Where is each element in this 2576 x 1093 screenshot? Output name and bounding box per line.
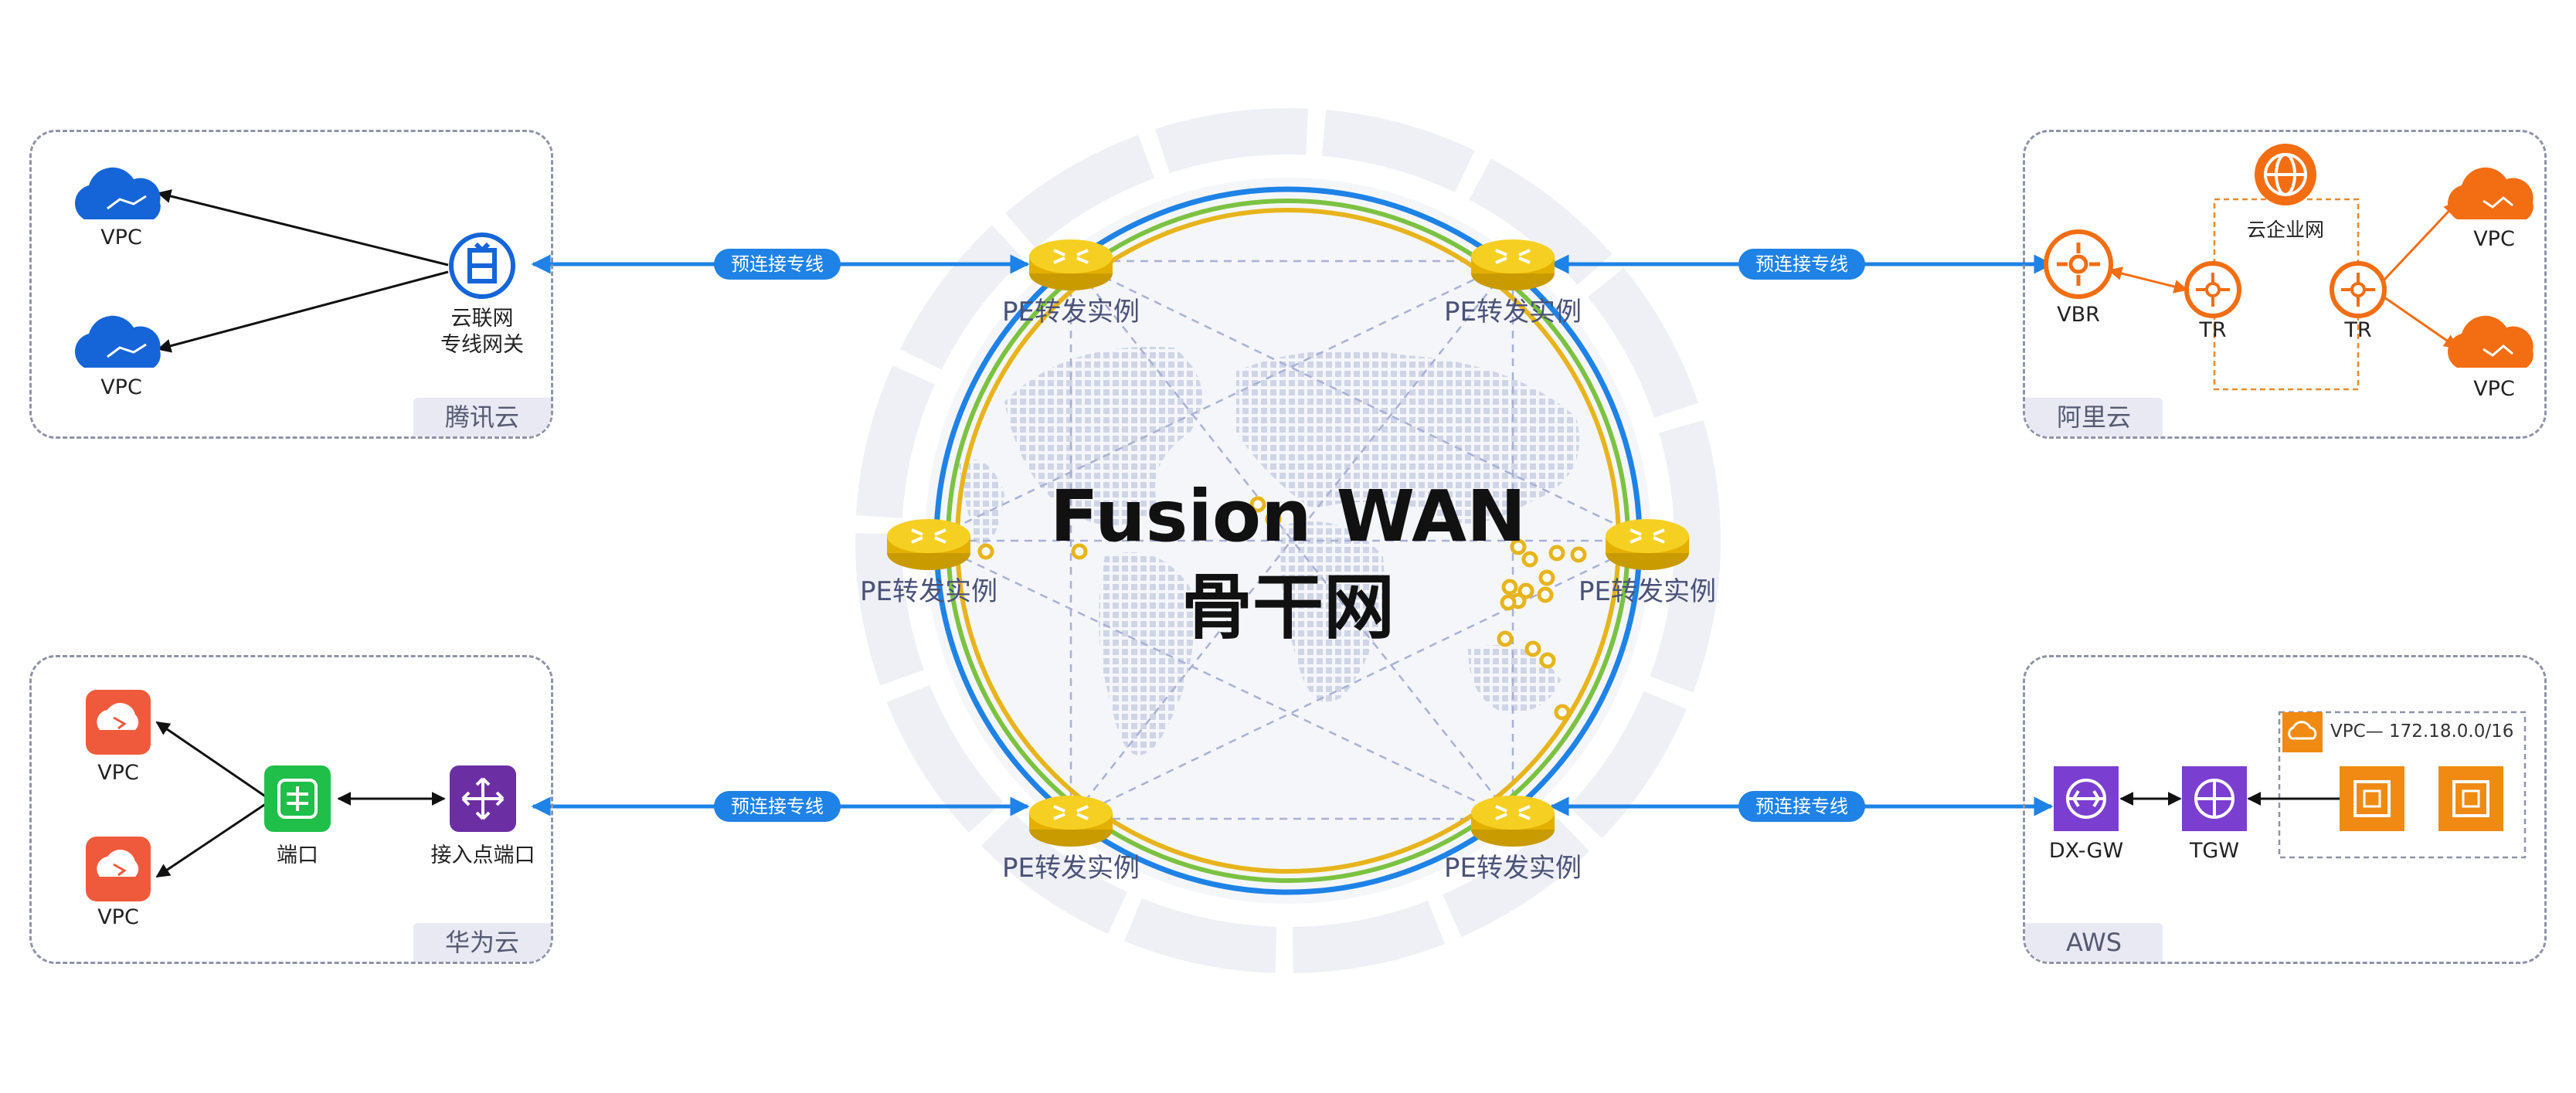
backbone-title-line2: 骨干网 [1181,566,1395,649]
pop-markers [977,496,1587,721]
port-label: 端口 [277,844,318,867]
tr-right-label: TR [2344,318,2372,342]
aliyun-vpc-icon [2448,315,2534,368]
panel-tag-aws: AWS [2025,923,2163,962]
pe-label-bottom-right: PE转发实例 [1444,853,1582,884]
aws-vpc-cidr-label: VPC— 172.18.0.0/16 [2330,721,2514,742]
router-icon [1029,239,1113,290]
pe-label-bottom-left: PE转发实例 [1002,853,1140,884]
tr-icon [2184,261,2241,318]
tgw-icon [2182,766,2247,831]
pe-label-top-left: PE转发实例 [1002,297,1140,328]
backbone-title: Fusion WAN 骨干网 [1050,471,1526,653]
pe-label-mid-left: PE转发实例 [860,576,997,607]
tgw-label: TGW [2189,839,2240,863]
panel-tag-huawei: 华为云 [413,923,551,962]
gateway-icon [449,233,515,299]
aliyun-panel: 阿里云 [2023,130,2547,439]
access-port-label: 接入点端口 [430,844,535,867]
gateway-label-line1: 云联网 [450,307,514,331]
port-icon [264,765,331,832]
pe-label-mid-right: PE转发实例 [1579,576,1716,607]
huawei-vpc-bottom-label: VPC [97,905,139,929]
cloud-icon [75,167,161,219]
vbr-label: VBR [2057,303,2100,327]
globe-halo [855,108,1721,973]
dxgw-icon [2054,766,2119,831]
router-icon [1029,796,1113,847]
preconnect-pill-bottom-left: 预连接专线 [714,791,841,822]
cen-label: 云企业网 [2246,219,2325,241]
huawei-vpc-top-label: VPC [97,761,139,785]
router-icon [1606,519,1689,570]
router-icon [1471,239,1555,290]
preconnect-pill-top-right: 预连接专线 [1738,249,1865,280]
tencent-cloud-panel: 腾讯云 [29,130,553,439]
instance-icon [2438,766,2503,831]
huawei-links [155,721,446,878]
aws-vpc-cloud-icon [2282,712,2323,752]
aliyun-vpc-icon [2448,167,2534,219]
panel-tag-aliyun: 阿里云 [2025,398,2163,436]
aws-panel: AWS [2023,655,2547,964]
pe-router-icons [887,239,1689,847]
mesh-lines [926,260,1650,820]
aliyun-vpc-top-label: VPC [2473,227,2515,251]
dxgw-label: DX-GW [2048,839,2124,863]
panel-tag-tencent: 腾讯云 [413,398,551,436]
backbone-title-line1: Fusion WAN [1049,475,1527,558]
cloud-icon [75,315,161,368]
vbr-icon [2044,229,2113,299]
pe-label-top-right: PE转发实例 [1444,297,1582,328]
instance-icon [2340,766,2404,831]
tr-left-label: TR [2199,318,2227,342]
router-icon [1471,796,1555,847]
preconnect-pill-top-left: 预连接专线 [714,249,841,280]
huawei-vpc-icon [86,837,151,901]
cen-globe-icon [2255,144,2316,205]
tr-icon [2330,261,2387,318]
gateway-label-line2: 专线网关 [440,333,524,357]
tencent-vpc-bottom-label: VPC [100,375,142,399]
preconnect-pill-bottom-right: 预连接专线 [1738,791,1865,822]
tencent-links [157,189,449,353]
tencent-vpc-top-label: VPC [100,226,142,249]
access-port-icon [450,765,516,832]
huawei-cloud-panel: 华为云 [29,655,553,964]
huawei-vpc-icon [86,690,151,755]
world-map-texture [958,346,1579,755]
aliyun-vpc-bottom-label: VPC [2473,377,2515,401]
router-icon [887,519,970,570]
aliyun-links [2108,198,2459,391]
